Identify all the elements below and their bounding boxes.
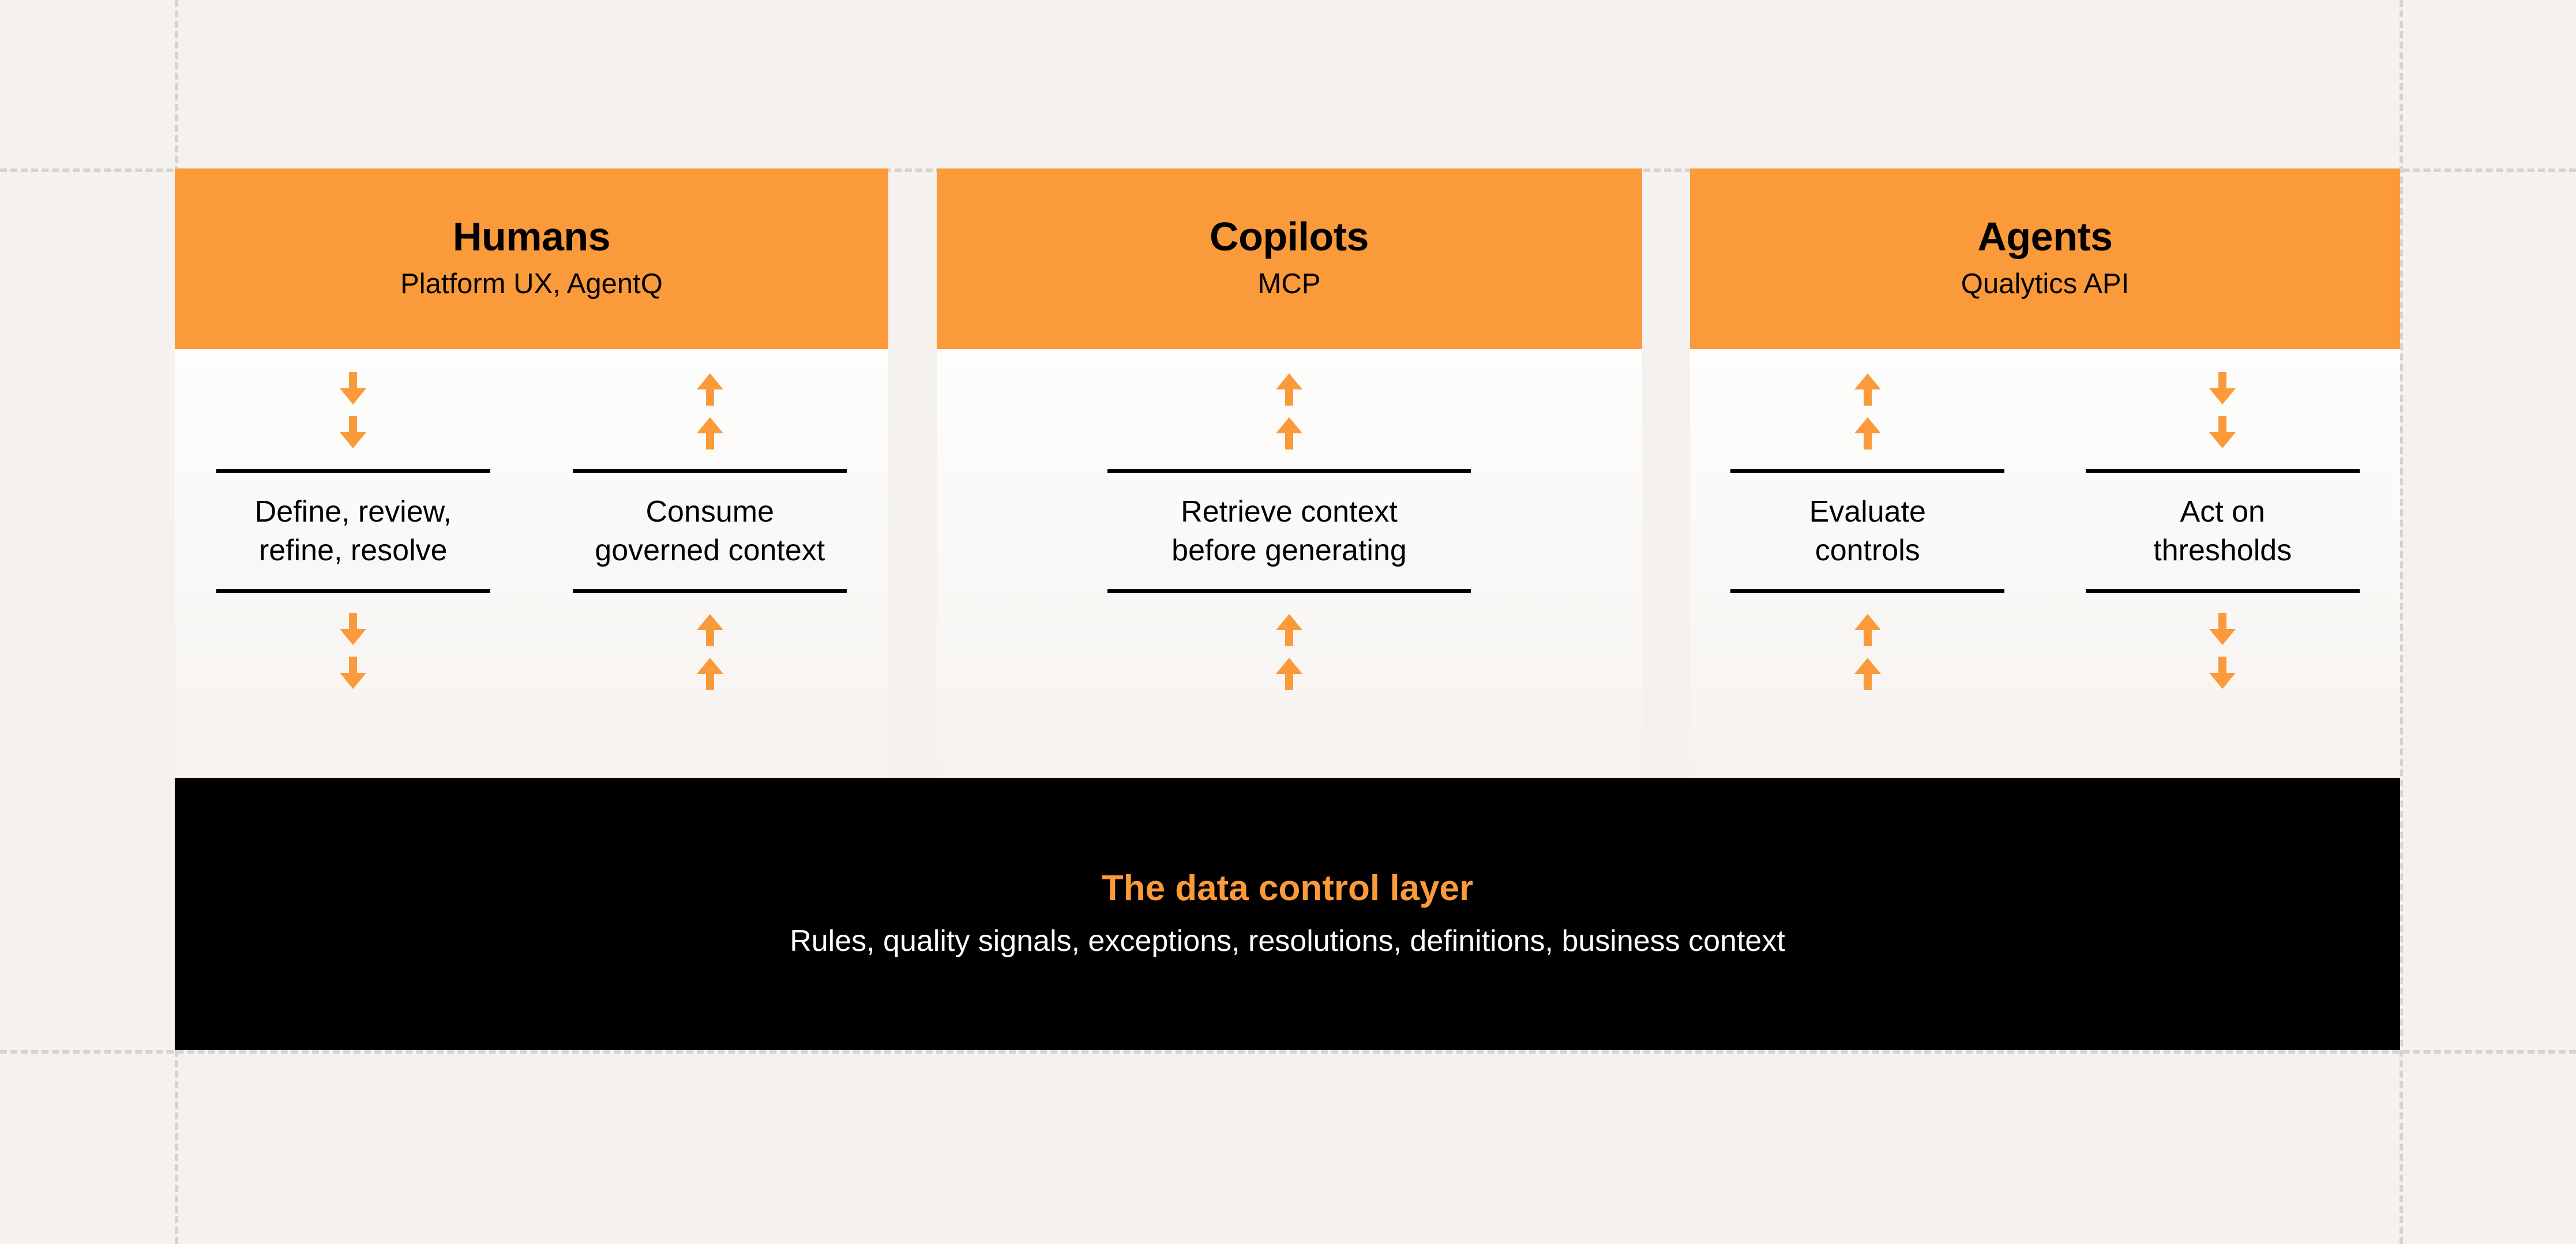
control-layer-subtitle: Rules, quality signals, exceptions, reso… <box>790 924 1785 958</box>
diagram-stage: Humans Platform UX, AgentQ Define, revie… <box>175 168 2400 1050</box>
arrow-group-bottom <box>691 610 729 692</box>
arrow-group-top <box>1270 370 1308 452</box>
arrow-up-icon <box>691 414 729 452</box>
arrow-group-top <box>1849 370 1887 452</box>
arrow-down-icon <box>334 654 372 692</box>
divider-bottom <box>1730 589 2005 594</box>
flow-column-define-review-refine-resolve: Define, review, refine, resolve <box>216 349 490 778</box>
flow-label: Retrieve context before generating <box>1171 495 1407 567</box>
arrow-up-icon <box>691 370 729 408</box>
arrow-up-icon <box>1270 654 1308 692</box>
divider-bottom <box>1107 589 1471 594</box>
arrow-down-icon <box>2203 414 2241 452</box>
arrow-down-icon <box>2203 654 2241 692</box>
card-copilots[interactable]: Copilots MCP Retrieve context before gen… <box>936 168 1642 778</box>
flow-column-evaluate-controls: Evaluate controls <box>1730 349 2005 778</box>
divider-top <box>1107 469 1471 473</box>
card-body-copilots: Retrieve context before generating <box>936 349 1642 778</box>
flow-column-consume-governed-context: Consume governed context <box>573 349 847 778</box>
divider-top <box>2085 469 2360 473</box>
flow-label: Act on thresholds <box>2153 495 2292 567</box>
grid-line-horizontal <box>0 1050 2576 1054</box>
flow-column-retrieve-context-before-generating: Retrieve context before generating <box>1107 349 1471 778</box>
arrow-up-icon <box>1849 370 1887 408</box>
arrow-up-icon <box>1270 610 1308 649</box>
cards-row: Humans Platform UX, AgentQ Define, revie… <box>175 168 2400 778</box>
arrow-down-icon <box>2203 370 2241 408</box>
divider-top <box>573 469 847 473</box>
arrow-group-top <box>691 370 729 452</box>
divider-bottom <box>216 589 490 594</box>
card-subtitle: MCP <box>1257 268 1321 299</box>
divider-top <box>1730 469 2005 473</box>
arrow-group-bottom <box>2203 610 2241 692</box>
divider-bottom <box>573 589 847 594</box>
card-subtitle: Qualytics API <box>1961 268 2130 299</box>
arrow-down-icon <box>334 610 372 649</box>
arrow-up-icon <box>1849 610 1887 649</box>
divider-top <box>216 469 490 473</box>
arrow-up-icon <box>691 610 729 649</box>
card-humans[interactable]: Humans Platform UX, AgentQ Define, revie… <box>175 168 888 778</box>
arrow-group-bottom <box>1270 610 1308 692</box>
flow-column-act-on-thresholds: Act on thresholds <box>2085 349 2360 778</box>
control-layer-title: The data control layer <box>1101 868 1474 908</box>
arrow-up-icon <box>1270 414 1308 452</box>
data-control-layer-bar: The data control layer Rules, quality si… <box>175 778 2400 1050</box>
card-agents[interactable]: Agents Qualytics API Evaluate controls <box>1690 168 2400 778</box>
card-title: Agents <box>1977 214 2113 260</box>
arrow-up-icon <box>1849 654 1887 692</box>
arrow-up-icon <box>691 654 729 692</box>
flow-label: Consume governed context <box>595 495 825 567</box>
card-title: Copilots <box>1210 214 1369 260</box>
card-header-agents: Agents Qualytics API <box>1690 168 2400 349</box>
arrow-group-top <box>2203 370 2241 452</box>
divider-bottom <box>2085 589 2360 594</box>
arrow-group-bottom <box>334 610 372 692</box>
card-header-copilots: Copilots MCP <box>936 168 1642 349</box>
arrow-up-icon <box>1270 370 1308 408</box>
arrow-down-icon <box>334 370 372 408</box>
flow-label: Evaluate controls <box>1809 495 1926 567</box>
card-title: Humans <box>452 214 611 260</box>
card-header-humans: Humans Platform UX, AgentQ <box>175 168 888 349</box>
arrow-down-icon <box>2203 610 2241 649</box>
arrow-group-top <box>334 370 372 452</box>
arrow-group-bottom <box>1849 610 1887 692</box>
card-body-humans: Define, review, refine, resolve Consume … <box>175 349 888 778</box>
arrow-up-icon <box>1849 414 1887 452</box>
flow-label: Define, review, refine, resolve <box>254 495 452 567</box>
arrow-down-icon <box>334 414 372 452</box>
card-body-agents: Evaluate controls Act on thresholds <box>1690 349 2400 778</box>
card-subtitle: Platform UX, AgentQ <box>400 268 663 299</box>
